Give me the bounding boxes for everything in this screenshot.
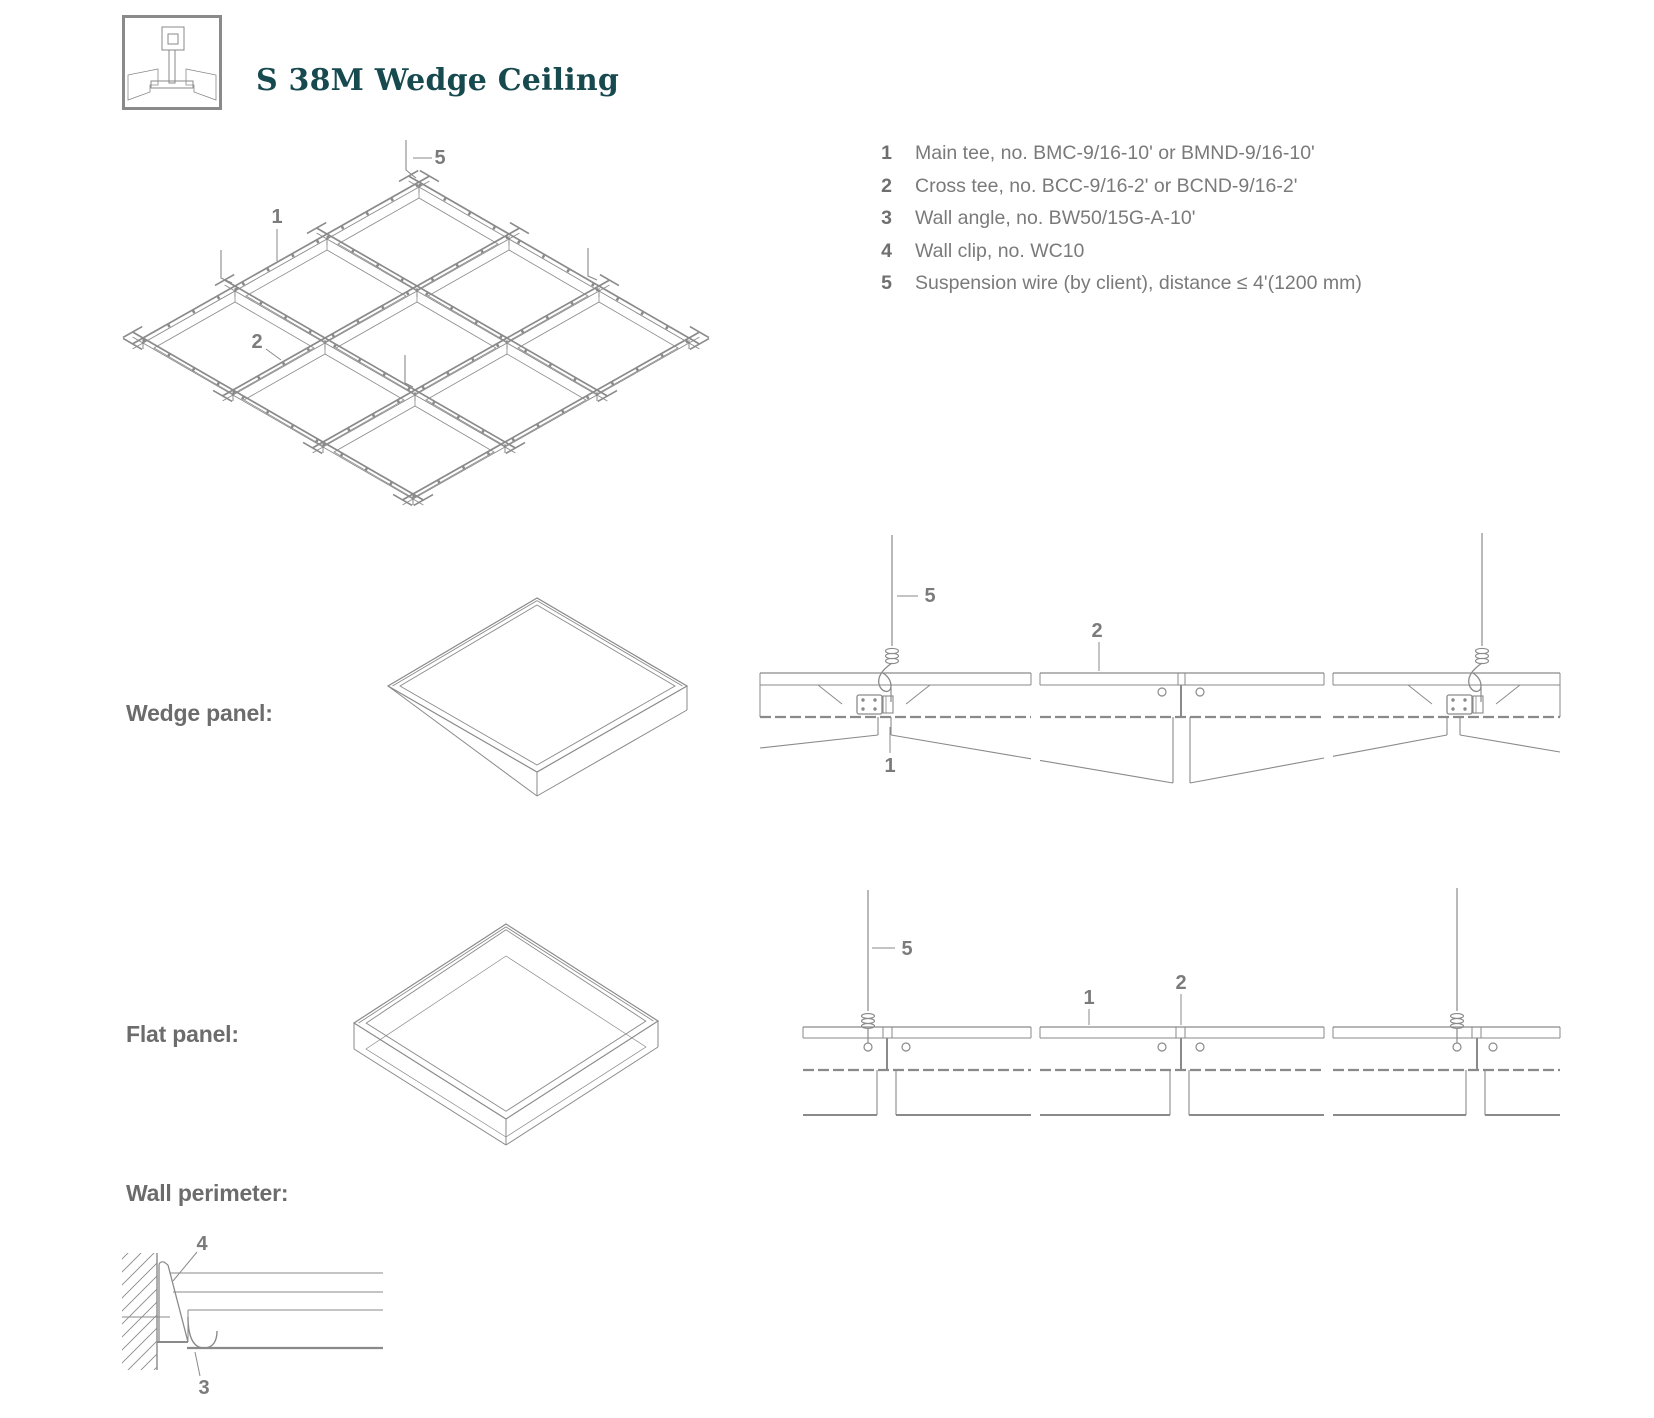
legend-item-number: 4 — [881, 239, 892, 262]
wall-perimeter-label: Wall perimeter: — [126, 1180, 289, 1206]
legend-item-text: Cross tee, no. BCC-9/16-2' or BCND-9/16-… — [915, 174, 1298, 197]
left-hanger-wire-and-clip — [817, 535, 931, 715]
callout-main-tee: 1 — [1083, 987, 1094, 1009]
wall-perimeter-section-drawing: 4 3 — [122, 1233, 383, 1399]
callout-cross-tee: 2 — [251, 331, 262, 353]
callout-wall-clip: 4 — [196, 1233, 208, 1255]
wall-hatching — [122, 1253, 157, 1370]
right-hanger-wire-and-clip — [1407, 533, 1521, 715]
legend-item-text: Wall angle, no. BW50/15G-A-10' — [915, 207, 1196, 229]
grid-rails — [122, 169, 710, 507]
left-hanger-wire — [860, 890, 876, 1043]
panel-edge-lines — [122, 1272, 383, 1342]
wedge-panel-isometric-drawing — [386, 597, 689, 797]
callout-cross-tee: 2 — [1175, 972, 1186, 994]
callout-wire: 5 — [901, 938, 912, 960]
wall-angle-profile — [157, 1316, 383, 1350]
flat-panel-isometric-drawing — [352, 923, 660, 1146]
legend-item-number: 1 — [881, 142, 892, 164]
legend-item-cross-tee: 2 Cross tee, no. BCC-9/16-2' or BCND-9/1… — [862, 174, 1392, 207]
legend-item-number: 3 — [881, 207, 892, 229]
wall-clip-profile — [158, 1261, 189, 1343]
legend-item-number: 2 — [881, 174, 892, 197]
wall-callouts: 4 3 — [172, 1233, 210, 1399]
wedge-panel-section-drawing: 5 2 1 — [759, 533, 1561, 784]
callout-cross-tee: 2 — [1091, 620, 1102, 642]
callout-wire: 5 — [924, 585, 935, 607]
wedge-section-callouts: 5 2 1 — [884, 585, 1102, 777]
legend-item-text: Suspension wire (by client), distance ≤ … — [915, 272, 1362, 294]
flat-panels-profile — [803, 1070, 1560, 1116]
wedge-panel-label: Wedge panel: — [126, 700, 273, 726]
callout-main-tee: 1 — [884, 755, 895, 777]
wedge-panels-profile — [759, 717, 1561, 784]
tee-profile-glyph — [150, 26, 194, 89]
suspension-wires — [220, 140, 598, 388]
legend-item-text: Main tee, no. BMC-9/16-10' or BMND-9/16-… — [915, 142, 1315, 164]
flat-section-callouts: 5 1 2 — [872, 938, 1187, 1025]
grid-callouts: 5 1 2 — [251, 147, 446, 361]
page-title: S 38M Wedge Ceiling — [256, 63, 620, 99]
flat-panel-label: Flat panel: — [126, 1021, 239, 1047]
legend-item-main-tee: 1 Main tee, no. BMC-9/16-10' or BMND-9/1… — [862, 141, 1392, 174]
suspension-grid-isometric-drawing: 5 1 2 — [122, 140, 710, 507]
parts-legend: 1 Main tee, no. BMC-9/16-10' or BMND-9/1… — [862, 141, 1392, 304]
tee-band — [802, 1026, 1561, 1072]
legend-item-wall-clip: 4 Wall clip, no. WC10 — [862, 239, 1392, 272]
tee-band — [759, 672, 1561, 719]
flat-panel-section-drawing: 5 1 2 — [802, 888, 1561, 1116]
callout-wire: 5 — [434, 147, 445, 169]
legend-item-text: Wall clip, no. WC10 — [915, 239, 1085, 262]
legend-item-wall-angle: 3 Wall angle, no. BW50/15G-A-10' — [862, 206, 1392, 239]
product-logo wedge-profile-icon — [122, 15, 222, 110]
callout-main-tee: 1 — [271, 206, 282, 228]
legend-item-number: 5 — [881, 272, 892, 294]
legend-item-suspension-wire: 5 Suspension wire (by client), distance … — [862, 271, 1392, 304]
right-hanger-wire — [1449, 888, 1465, 1043]
callout-wall-angle: 3 — [198, 1377, 209, 1399]
